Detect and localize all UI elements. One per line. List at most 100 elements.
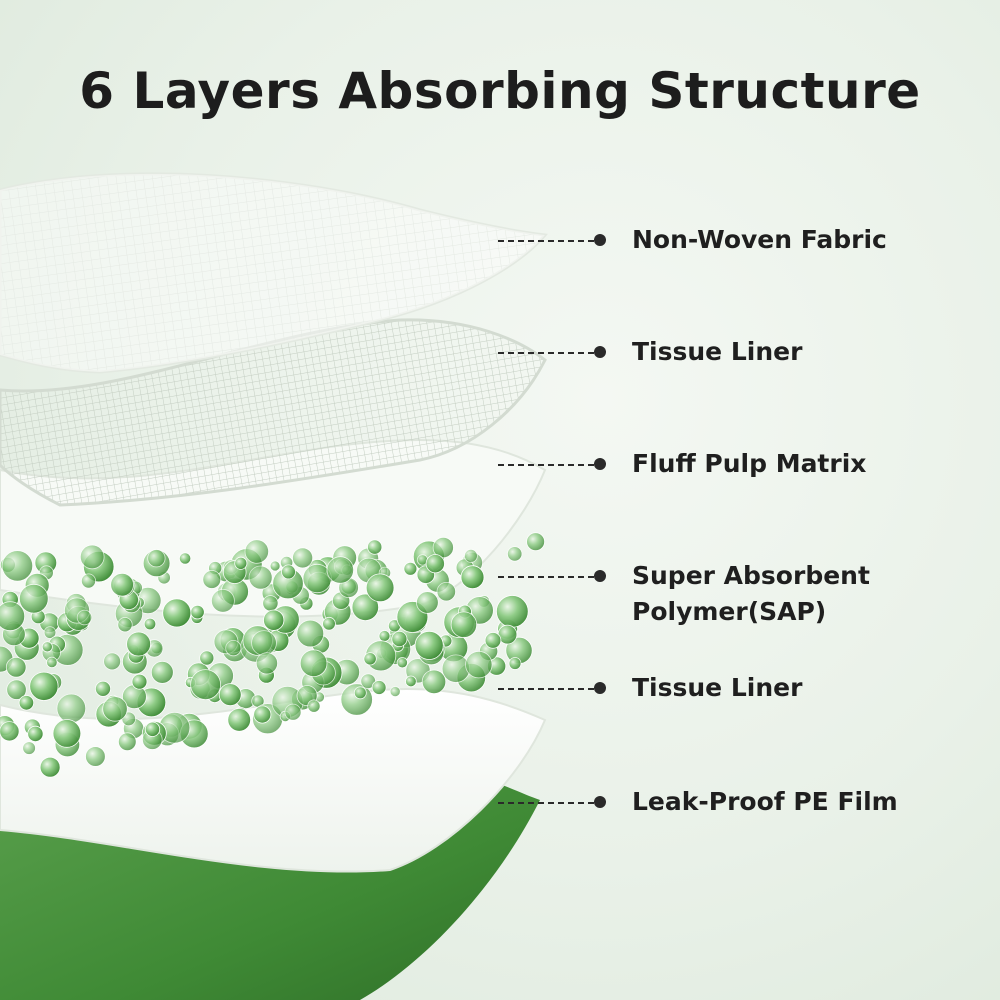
sap-bead [292, 547, 314, 569]
sap-bead [441, 654, 471, 683]
layer-label: Polymer(SAP) [632, 597, 827, 626]
sap-bead [76, 609, 93, 626]
sap-bead [296, 619, 325, 648]
sap-bead [391, 631, 408, 648]
label-row-tissue-liner-bottom: Tissue Liner [498, 658, 978, 718]
sap-bead [102, 696, 128, 722]
sap-bead [0, 721, 20, 742]
sap-bead [507, 546, 523, 562]
sap-bead [22, 741, 36, 755]
sap-bead [52, 719, 82, 748]
sap-bead [460, 565, 485, 590]
sap-bead [396, 657, 408, 669]
sap-bead [389, 686, 401, 698]
sap-bead [363, 652, 377, 666]
sap-bead [425, 554, 445, 574]
sap-bead [85, 746, 106, 767]
sap-bead [365, 573, 395, 603]
layer-label: Tissue Liner [632, 337, 803, 366]
sap-bead [79, 544, 105, 570]
sap-bead [56, 693, 87, 724]
sap-bead [484, 632, 502, 649]
sap-bead [103, 652, 121, 671]
sap-bead [95, 680, 112, 697]
sap-bead [225, 639, 242, 657]
sap-bead [46, 656, 58, 669]
bullet-dot [594, 570, 606, 582]
layer-label: Non-Woven Fabric [632, 225, 887, 254]
leader-line [498, 240, 594, 242]
sap-bead [190, 604, 205, 620]
label-row-fluff-pulp-matrix: Fluff Pulp Matrix [498, 434, 978, 494]
sap-bead [150, 661, 174, 684]
sap-bead [199, 650, 215, 666]
sap-bead [126, 631, 152, 657]
sap-bead [371, 680, 387, 695]
sap-bead [5, 656, 27, 678]
leader-line [498, 464, 594, 466]
sap-beads-layer [0, 532, 545, 778]
sap-bead [202, 570, 222, 589]
layer-label: Super Absorbent [632, 561, 870, 590]
leader-line [498, 576, 594, 578]
leader-line [498, 688, 594, 690]
sap-bead [179, 552, 192, 565]
sap-bead [118, 732, 137, 751]
non-woven-fabric-layer [0, 172, 548, 374]
sap-bead [432, 536, 454, 559]
sap-bead [255, 652, 278, 675]
bullet-dot [594, 796, 606, 808]
sap-bead [299, 649, 328, 677]
diagram-title: 6 Layers Absorbing Structure [79, 62, 921, 120]
sap-bead [244, 539, 269, 564]
sap-bead [281, 564, 296, 580]
sap-bead [39, 756, 61, 778]
sap-bead [248, 565, 273, 590]
sap-bead [284, 703, 302, 721]
sap-bead [263, 609, 285, 631]
sap-bead [218, 683, 242, 706]
sap-bead [110, 572, 134, 597]
sap-bead [131, 673, 148, 690]
sap-bead [508, 657, 522, 670]
sap-bead [463, 549, 478, 563]
layer-label: Leak-Proof PE Film [632, 787, 898, 816]
sap-bead [436, 582, 457, 602]
leader-line [498, 352, 594, 354]
label-row-tissue-liner-top: Tissue Liner [498, 322, 978, 382]
sap-bead [251, 630, 277, 656]
sap-bead [117, 617, 133, 633]
label-row-leak-proof-pe-film: Leak-Proof PE Film [498, 772, 978, 832]
sap-bead [6, 679, 27, 700]
sap-bead [18, 695, 35, 711]
bullet-dot [594, 458, 606, 470]
layer-label: Tissue Liner [632, 673, 803, 702]
sap-bead [227, 708, 252, 732]
sap-bead [403, 561, 418, 576]
sap-bead [269, 560, 281, 572]
sap-bead [234, 556, 248, 570]
sap-bead [526, 532, 545, 552]
sap-bead [367, 539, 383, 555]
sap-bead [162, 598, 192, 628]
sap-bead [405, 675, 417, 688]
sap-bead [18, 583, 49, 614]
label-row-non-woven-fabric: Non-Woven Fabric [498, 210, 978, 270]
sap-bead [351, 593, 380, 622]
sap-bead [262, 595, 279, 612]
sap-bead [27, 725, 44, 743]
layer-label: Fluff Pulp Matrix [632, 449, 867, 478]
sap-bead [465, 650, 493, 679]
sap-bead [210, 588, 235, 613]
sap-bead [353, 686, 367, 700]
leader-line [498, 802, 594, 804]
sap-bead [81, 573, 97, 589]
sap-bead [322, 616, 336, 631]
bullet-dot [594, 346, 606, 358]
sap-bead [43, 626, 57, 639]
sap-bead [147, 549, 166, 568]
sap-bead [326, 556, 355, 584]
sap-bead [307, 699, 321, 713]
